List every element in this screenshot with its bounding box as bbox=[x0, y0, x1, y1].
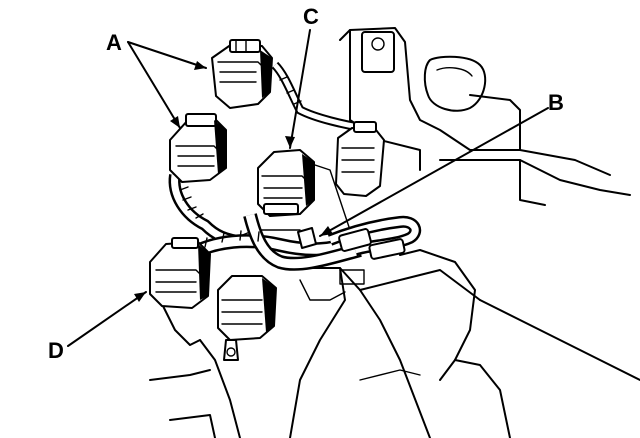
arrowhead-b bbox=[320, 226, 333, 236]
callout-label-b: B bbox=[548, 90, 564, 115]
leader-c bbox=[289, 29, 311, 149]
connector-c bbox=[257, 149, 315, 217]
leader-a-upper bbox=[127, 41, 207, 69]
arrowhead-a-upper bbox=[194, 61, 206, 70]
connector-a-lower bbox=[169, 113, 227, 183]
callout-leaders bbox=[67, 29, 549, 347]
engine-structure bbox=[149, 27, 640, 438]
arrowhead-c bbox=[285, 136, 295, 148]
leader-b bbox=[319, 107, 549, 237]
leader-a-lower bbox=[127, 41, 181, 129]
connector-a-upper bbox=[211, 39, 273, 109]
wire-harness bbox=[168, 61, 422, 271]
arrowhead-d bbox=[134, 292, 146, 302]
connector-right bbox=[335, 121, 385, 197]
arrowhead-a-lower bbox=[170, 116, 180, 128]
connector-d bbox=[149, 237, 211, 309]
callout-label-a: A bbox=[106, 30, 122, 55]
callout-label-d: D bbox=[48, 338, 64, 363]
connector-lower-middle bbox=[217, 275, 277, 361]
callout-label-c: C bbox=[303, 4, 319, 29]
leader-d bbox=[67, 291, 147, 347]
